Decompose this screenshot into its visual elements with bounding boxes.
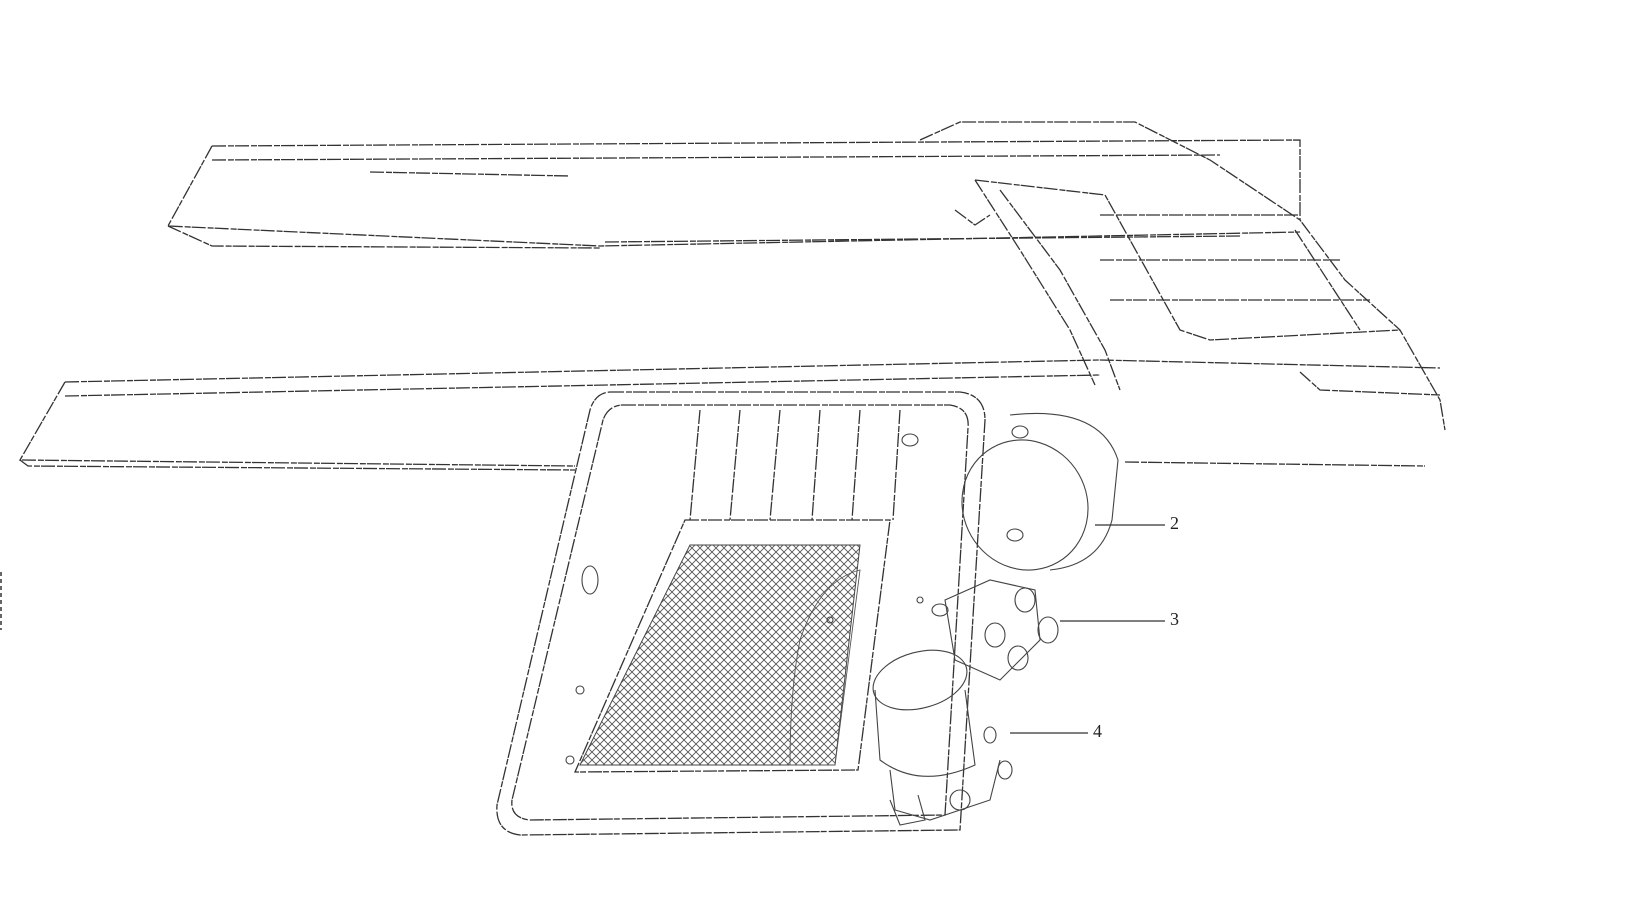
callout-3: 3 <box>1170 609 1179 629</box>
air-tank <box>961 412 1119 571</box>
cab-side-structure <box>919 121 1446 431</box>
lower-frame-rail <box>18 359 1441 471</box>
air-dryer <box>872 649 1013 826</box>
callout-4: 4 <box>1093 721 1102 741</box>
callout-2: 2 <box>1170 513 1179 533</box>
multi-circuit-valve <box>931 579 1059 681</box>
upper-frame-rail <box>166 139 1301 249</box>
battery-box-frame <box>496 391 986 836</box>
